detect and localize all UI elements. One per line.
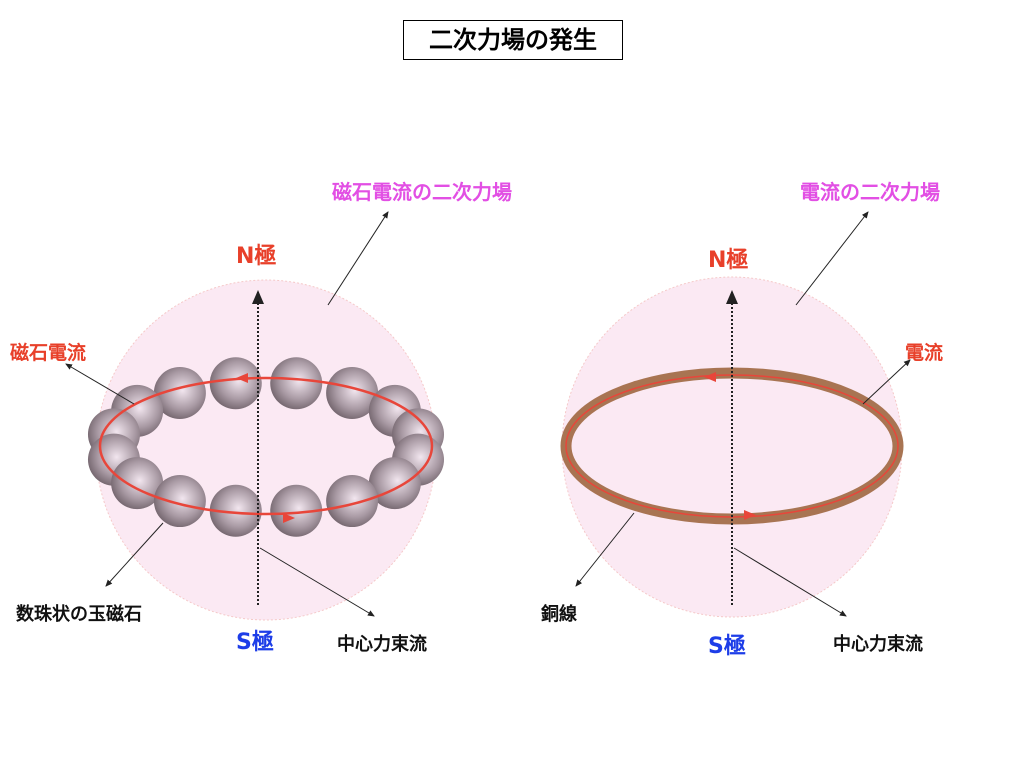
bead-ring	[87, 357, 445, 537]
magnet-bead	[270, 484, 323, 537]
magnet-bead	[209, 357, 262, 410]
left-current-label: 磁石電流	[10, 342, 87, 364]
left-field-sphere	[95, 279, 437, 621]
magnet-bead	[153, 475, 206, 528]
current-arrow-icon	[283, 513, 295, 523]
leader-line	[259, 547, 375, 617]
leader-line	[795, 211, 869, 306]
magnet-bead	[111, 457, 164, 510]
right-south-label: S極	[708, 634, 746, 659]
beads-label: 数珠状の玉磁石	[16, 604, 142, 625]
magnet-bead	[153, 366, 206, 419]
magnet-bead	[326, 475, 379, 528]
magnet-bead	[368, 457, 421, 510]
wire-label: 銅線	[541, 604, 577, 625]
leader-line	[327, 211, 389, 306]
magnet-bead	[326, 366, 379, 419]
current-arrow-icon	[236, 373, 248, 383]
leader-line	[105, 522, 164, 587]
current-arrow-icon	[744, 510, 756, 520]
left-current-loop	[98, 376, 434, 516]
right-field-label: 電流の二次力場	[800, 180, 940, 204]
left-north-label: N極	[236, 244, 277, 269]
leader-line	[65, 363, 135, 405]
leader-line	[733, 547, 847, 617]
page-title: 二次力場の発生	[403, 20, 623, 60]
leader-line	[862, 359, 911, 405]
left-field-label: 磁石電流の二次力場	[332, 180, 512, 204]
left-south-label: S極	[236, 630, 274, 655]
right-current-label: 電流	[905, 342, 944, 364]
current-arrow-icon	[704, 372, 716, 382]
right-flux-label: 中心力束流	[833, 634, 923, 655]
magnet-bead	[209, 484, 262, 537]
right-north-label: N極	[708, 248, 749, 273]
left-flux-label: 中心力束流	[337, 634, 427, 655]
leader-line	[575, 512, 635, 587]
magnet-bead	[270, 357, 323, 410]
